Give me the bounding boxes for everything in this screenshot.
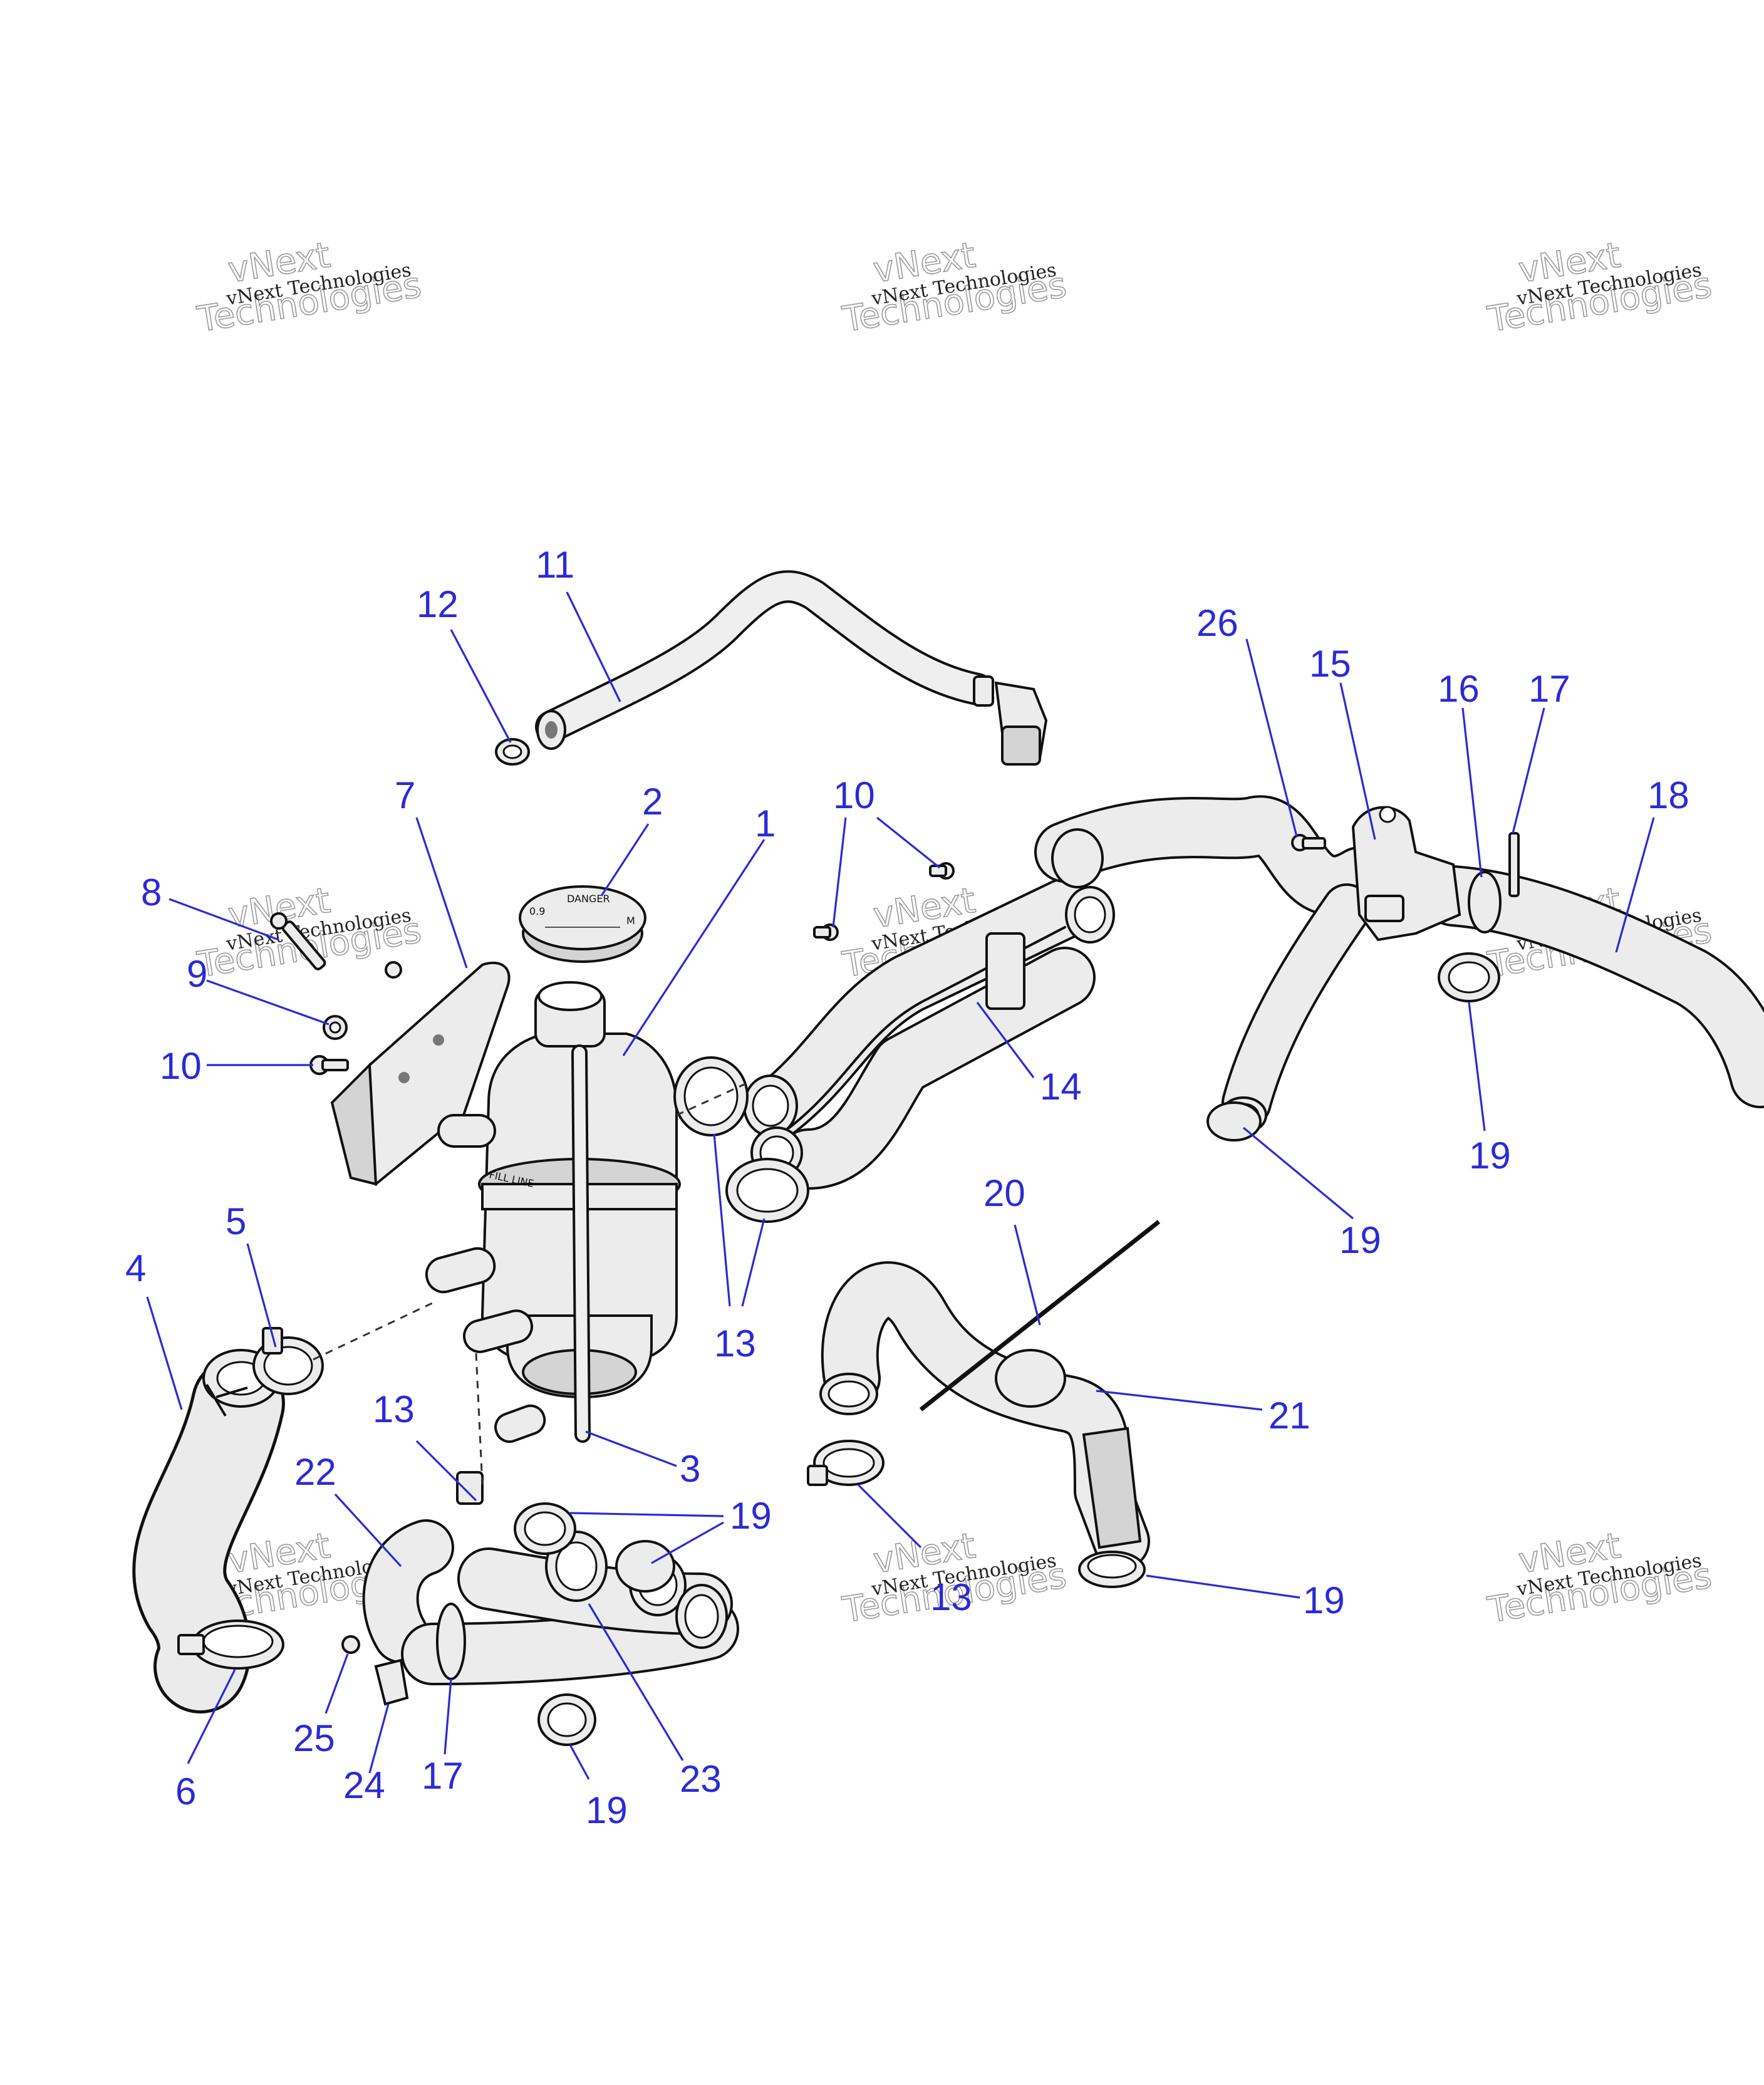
part-clamp-13-upper [673,1056,749,1136]
callout-23: 23 [680,1758,722,1800]
callout-19-right-lower: 19 [1339,1219,1381,1261]
dashed-line-tank-to-4 [313,1302,433,1361]
part-clamp-19-lower-b [615,1540,675,1593]
callout-5: 5 [226,1200,246,1242]
callout-13-upper: 13 [714,1323,756,1365]
callout-13-mid: 13 [930,1576,972,1618]
part-tie-20 [919,1220,1161,1412]
part-hose-21 [819,1261,1150,1570]
part-tie-17-lower [436,1603,466,1680]
part-tie-17 [1508,832,1520,897]
part-pipe-assembly-14 [743,878,1115,1190]
svg-text:M: M [626,915,635,927]
part-pipe-23 [401,1531,739,1685]
callout-24: 24 [343,1764,385,1806]
callout-8: 8 [141,871,162,913]
part-vent-tube [535,570,1048,766]
callout-25: 25 [293,1717,335,1759]
svg-text:DANGER: DANGER [567,893,610,905]
callout-9: 9 [187,953,207,995]
callout-18: 18 [1647,774,1689,816]
part-clamp-5 [252,1327,324,1395]
callout-19-center: 19 [730,1495,772,1537]
part-bolt-26 [1291,834,1326,851]
part-clamp-13-lower [725,1158,809,1223]
part-clamp-13-lower-left [456,1471,484,1505]
callout-19-mid-right: 19 [1303,1579,1345,1621]
callout-6: 6 [175,1770,196,1812]
callout-7: 7 [395,774,415,816]
callout-11: 11 [536,544,574,586]
part-small-clamp-12 [495,738,530,766]
callout-26: 26 [1196,602,1238,644]
part-pipe-22 [362,1519,454,1663]
callout-20: 20 [983,1172,1025,1214]
callout-13-lower-left: 13 [373,1388,415,1430]
watermark-top-center: vNext Technologies vNext Technologies [839,234,1070,341]
part-mounting-bracket [330,961,511,1187]
part-screw-small [385,961,402,979]
callout-17-bottom: 17 [422,1755,464,1797]
part-bolt-8 [270,912,326,970]
callout-19-bottom: 19 [586,1789,628,1831]
callout-21: 21 [1269,1395,1310,1437]
callout-15: 15 [1309,643,1351,685]
part-screw-10-b [929,862,955,880]
svg-text:0.9: 0.9 [529,905,545,917]
part-clamp-19-lower-a [514,1502,576,1555]
callout-12: 12 [417,583,459,625]
part-strap-3 [571,1044,591,1443]
callout-17-top: 17 [1528,668,1570,710]
part-hose-18 [1034,795,1764,1134]
watermark-top-left: vNext Technologies vNext Technologies [194,234,425,341]
part-clamp-16 [1468,871,1502,933]
part-screw-10-a [813,923,839,941]
callout-10-top: 10 [833,774,875,816]
callout-14: 14 [1040,1066,1082,1108]
part-junction-15 [1351,806,1461,942]
callout-3: 3 [680,1448,700,1490]
callout-4: 4 [125,1247,146,1289]
callout-19-right: 19 [1469,1135,1511,1177]
part-radiator-cap: DANGER 0.9 M [519,885,646,963]
watermark-bottom-right: vNext Technologies vNext Technologies [1485,1525,1715,1631]
part-clamp-19-mid [1078,1551,1146,1588]
leader-lines [146,591,1655,1780]
part-clamp-19-lower-c [537,1693,596,1746]
watermark-top-right: vNext Technologies vNext Technologies [1485,234,1715,341]
callout-10-left: 10 [160,1045,202,1087]
callout-2: 2 [642,781,663,823]
dashed-line-tank-down [475,1353,484,1485]
callout-1: 1 [755,803,776,845]
part-clamp-19-right-a [1438,952,1500,1002]
callout-22: 22 [294,1451,336,1493]
part-clamp-13-bottom [807,1440,885,1486]
part-screw-10-left [309,1055,349,1075]
part-nut-9 [323,1015,348,1040]
part-bolt-25 [341,1635,360,1654]
part-clamp-6 [177,1620,284,1670]
callout-16: 16 [1438,668,1480,710]
part-bracket-24 [374,1658,409,1706]
